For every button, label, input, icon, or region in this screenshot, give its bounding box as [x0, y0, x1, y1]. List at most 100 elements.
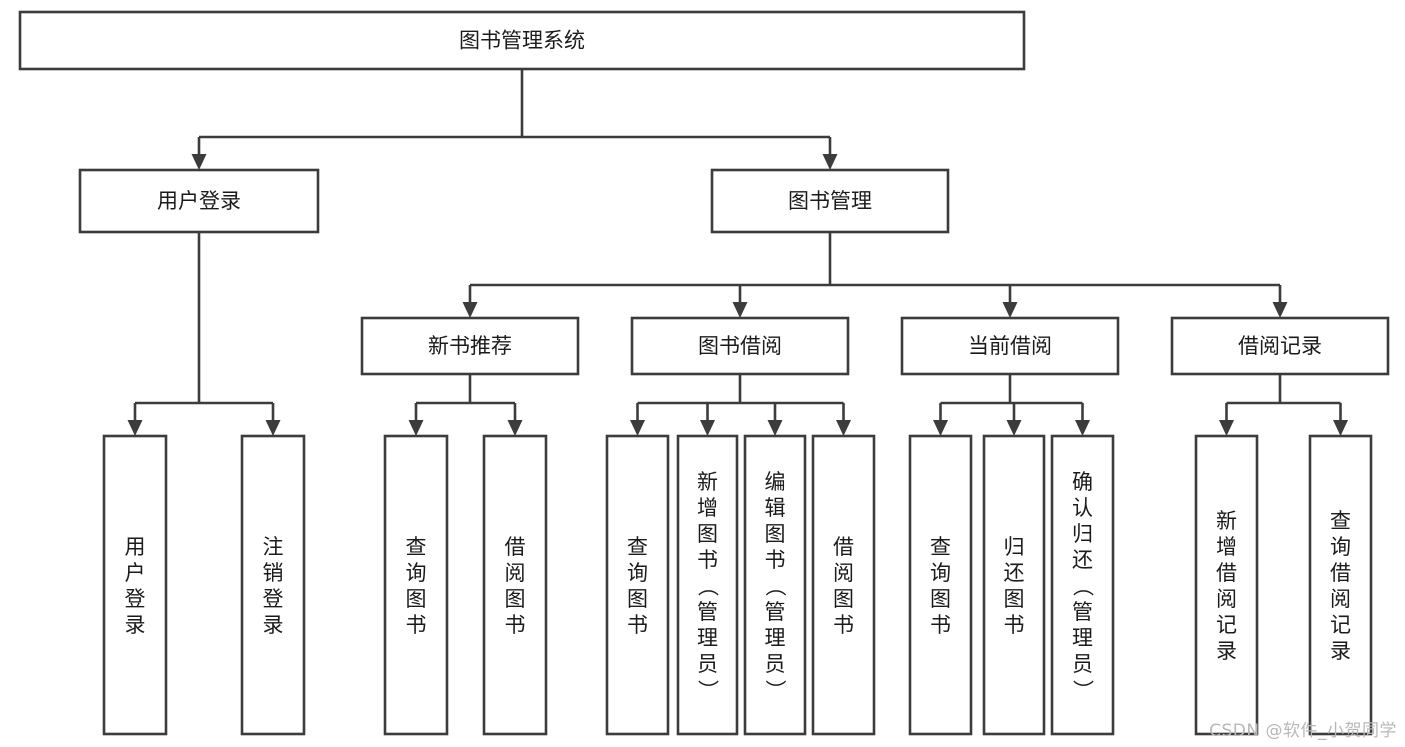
node-label-char: 图 [930, 587, 951, 611]
node-label-char: 用 [125, 535, 146, 559]
node-box[interactable] [240, 434, 306, 736]
node-layer: 图书管理系统用户登录图书管理新书推荐图书借阅当前借阅借阅记录用户登录注销登录查询… [18, 10, 1390, 736]
node-label-char: 查 [627, 535, 648, 559]
arrow-head-icon [700, 420, 715, 436]
arrow-head-icon [1075, 420, 1090, 436]
arrow-head-icon [822, 154, 838, 170]
node-box[interactable] [78, 168, 320, 234]
node-box[interactable] [710, 168, 950, 234]
node-label-char: 书 [627, 613, 648, 637]
node-label-char: 书 [406, 613, 427, 637]
node-label-char: 阅 [833, 561, 854, 585]
node-label-char: ） [763, 680, 787, 701]
node-label-char: 书 [765, 548, 786, 572]
node-box[interactable] [482, 434, 548, 736]
arrow-head-icon [933, 420, 948, 436]
node-label-char: 查 [930, 535, 951, 559]
arrow-head-icon [265, 420, 281, 436]
node-label-char: 书 [697, 548, 718, 572]
node-label-char: 记 [1330, 613, 1351, 637]
node-label-char: 理 [697, 626, 718, 650]
node-label-char: 阅 [1330, 587, 1351, 611]
node-newbook[interactable]: 新书推荐 [360, 316, 580, 376]
node-label-char: 图 [627, 587, 648, 611]
node-label-char: 借 [1216, 561, 1237, 585]
node-box[interactable] [743, 434, 807, 736]
connector-layer [127, 69, 1348, 436]
node-label-char: 还 [1072, 548, 1093, 572]
arrow-head-icon [507, 420, 523, 436]
node-box[interactable] [18, 10, 1026, 71]
node-label-char: 书 [505, 613, 526, 637]
node-label-char: 书 [930, 613, 951, 637]
node-box[interactable] [811, 434, 876, 736]
node-label-char: 书 [833, 613, 854, 637]
node-label-char: 管 [697, 600, 718, 624]
node-label-char: 书 [1004, 613, 1025, 637]
watermark-text: CSDN @软件_小贺同学 [1209, 721, 1397, 741]
node-label-char: 查 [1330, 509, 1351, 533]
node-label-char: 理 [1072, 626, 1093, 650]
node-bookmgmt[interactable]: 图书管理 [710, 168, 950, 234]
node-box[interactable] [982, 434, 1046, 736]
node-borrow[interactable]: 图书借阅 [630, 316, 850, 376]
node-box[interactable] [102, 434, 168, 736]
node-label-char: 确 [1072, 470, 1093, 494]
node-box[interactable] [1194, 434, 1259, 736]
node-box[interactable] [1308, 434, 1373, 736]
node-label-char: 录 [1216, 639, 1237, 663]
node-label: 借阅记录 [1238, 334, 1322, 358]
node-box[interactable] [676, 434, 739, 736]
node-label-char: 记 [1216, 613, 1237, 637]
node-label-char: 员 [765, 652, 786, 676]
node-records[interactable]: 借阅记录 [1170, 316, 1390, 376]
node-label-char: 图 [505, 587, 526, 611]
arrow-head-icon [1006, 420, 1022, 436]
node-box[interactable] [1170, 316, 1390, 376]
node-current[interactable]: 当前借阅 [900, 316, 1120, 376]
node-label-char: ） [696, 680, 720, 701]
arrow-head-icon [767, 420, 783, 436]
node-label-char: 注 [263, 535, 284, 559]
node-label-char: 增 [1216, 535, 1237, 559]
node-box[interactable] [383, 434, 449, 736]
node-box[interactable] [360, 316, 580, 376]
node-box[interactable] [900, 316, 1120, 376]
node-label-char: 新 [1216, 509, 1237, 533]
node-label-char: 图 [833, 587, 854, 611]
node-root[interactable]: 图书管理系统 [18, 10, 1026, 71]
node-label-char: 图 [1004, 587, 1025, 611]
arrow-head-icon [836, 420, 851, 436]
node-label-char: 询 [406, 561, 427, 585]
node-label-char: 理 [765, 626, 786, 650]
node-label-char: 查 [406, 535, 427, 559]
node-label-char: 录 [1330, 639, 1351, 663]
node-box[interactable] [1050, 434, 1115, 736]
node-box[interactable] [908, 434, 973, 736]
node-leaf-login-1[interactable]: 用户登录 [102, 434, 168, 736]
node-label-char: 录 [263, 613, 284, 637]
node-label-char: 借 [1330, 561, 1351, 585]
node-label-char: 管 [765, 600, 786, 624]
node-login[interactable]: 用户登录 [78, 168, 320, 234]
node-label-char: 借 [505, 535, 526, 559]
node-box[interactable] [630, 316, 850, 376]
node-label-char: 登 [125, 587, 146, 611]
arrow-head-icon [462, 302, 478, 318]
node-label-char: 阅 [505, 561, 526, 585]
arrow-head-icon [1219, 420, 1234, 436]
node-box[interactable] [605, 434, 670, 736]
